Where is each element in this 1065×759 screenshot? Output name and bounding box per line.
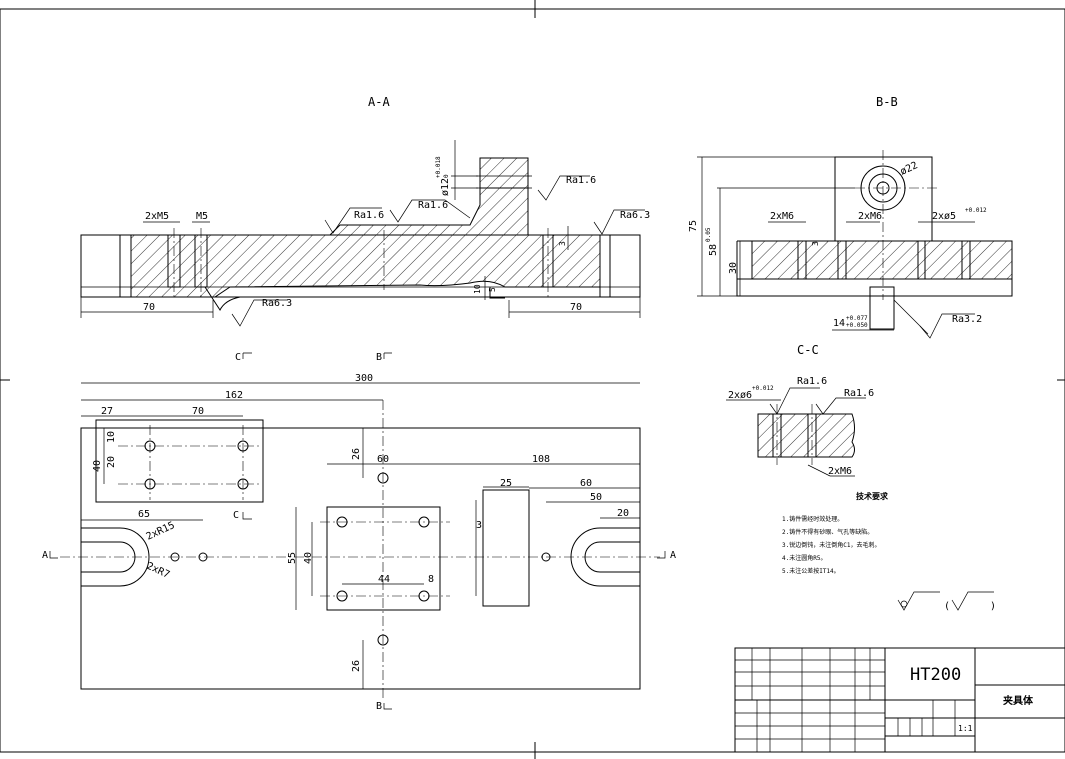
plan-dim-r7: 2xR7 — [145, 561, 171, 581]
bb-dim-slot-tol-upper: +0.077 — [846, 315, 868, 322]
plan-dim-10: 10 — [106, 431, 117, 443]
aa-dim-right-70: 70 — [570, 302, 582, 313]
bb-roughness-ra32: Ra3.2 — [952, 314, 982, 325]
aa-dim-5: 5 — [488, 287, 497, 292]
cc-dim-pin-holes: 2xø6 — [728, 390, 752, 401]
tech-req-title: 技术要求 — [856, 491, 889, 501]
bb-dim-pin-tol: +0.012 — [965, 207, 987, 214]
bb-dim-3: 3 — [811, 241, 820, 246]
section-bb-title: B-B — [876, 95, 898, 109]
plan-dim-27: 27 — [101, 406, 113, 417]
section-markers: C B C B A A — [42, 352, 676, 712]
plan-dim-70: 70 — [192, 406, 204, 417]
aa-roughness-ra63-b: Ra6.3 — [262, 298, 292, 309]
marker-c-top: C — [235, 352, 241, 363]
bb-dim-slot: 14 — [833, 318, 845, 329]
plan-dim-50: 50 — [590, 492, 602, 503]
plan-dim-44: 44 — [378, 574, 390, 585]
title-block: HT200 夹具体 1:1 — [734, 647, 1065, 753]
section-bb-view: B-B ø22 75 58 0.05 30 3 2xM6 — [688, 95, 1013, 339]
plan-dim-108: 108 — [532, 454, 550, 465]
plan-base-outline — [80, 427, 641, 690]
plan-dim-300: 300 — [355, 373, 373, 384]
plan-dim-3: 3 — [476, 520, 482, 531]
roughness-general-note: ( ) — [897, 591, 996, 612]
title-block-part-name: 夹具体 — [1003, 694, 1034, 707]
tech-req-item-5: 5.未注公差按IT14。 — [782, 567, 840, 575]
section-cc-view: C-C 2xø6 +0.012 Ra1.6 Ra1.6 2xM6 — [726, 343, 874, 477]
aa-dim-left-70: 70 — [143, 302, 155, 313]
aa-dim-m5: M5 — [196, 211, 208, 222]
plan-dim-26-bottom: 26 — [351, 660, 362, 672]
section-cc-title: C-C — [797, 343, 819, 357]
marker-a-left: A — [42, 550, 48, 561]
aa-dim-bore-tol-upper: +0.018 — [435, 156, 442, 178]
aa-hatched-body — [130, 157, 601, 298]
aa-roughness-ra16-a: Ra1.6 — [354, 210, 384, 221]
roughness-note-open: ( — [944, 601, 950, 612]
marker-b-bottom: B — [376, 701, 382, 712]
aa-dim-bore: ø12 — [440, 178, 451, 196]
tech-requirements: 技术要求 1.铸件需经时效处理。 2.铸件不得有砂眼、气孔等缺陷。 3.锐边倒钝… — [782, 491, 889, 575]
plan-view: 300 162 27 70 65 40 20 10 2xR15 2xR7 26 … — [60, 373, 660, 700]
roughness-note-close: ) — [990, 601, 996, 612]
cc-roughness-ra16-a: Ra1.6 — [797, 376, 827, 387]
aa-roughness-ra16-c: Ra1.6 — [566, 175, 596, 186]
plan-dim-60: 60 — [377, 454, 389, 465]
aa-dim-3: 3 — [558, 241, 567, 246]
aa-dim-2xm5: 2xM5 — [145, 211, 169, 222]
cc-hatched-body — [757, 413, 855, 458]
plan-dim-20b: 20 — [617, 508, 629, 519]
bb-dim-slot-tol-lower: +0.050 — [846, 322, 868, 329]
plan-dim-40: 40 — [92, 460, 103, 472]
marker-a-right: A — [670, 550, 676, 561]
bb-dim-m6-left: 2xM6 — [770, 211, 794, 222]
marker-b-top: B — [376, 352, 382, 363]
plan-dim-25: 25 — [500, 478, 512, 489]
bb-dim-m6-mid: 2xM6 — [858, 211, 882, 222]
tech-req-item-3: 3.锐边倒钝，未注倒角C1，去毛刺。 — [782, 541, 880, 549]
bb-dim-75: 75 — [688, 220, 699, 232]
bb-hatched-base — [751, 240, 1013, 280]
aa-dim-bore-tol-lower: 0 — [443, 174, 450, 178]
section-aa-view: A-A 70 70 2xM5 — [80, 95, 650, 327]
marker-c-bottom: C — [233, 510, 239, 521]
plan-dim-40b: 40 — [303, 552, 314, 564]
bb-dim-58-tol: 0.05 — [705, 227, 712, 242]
title-block-material: HT200 — [910, 665, 961, 685]
cc-dim-m6: 2xM6 — [828, 466, 852, 477]
plan-dim-162: 162 — [225, 390, 243, 401]
title-block-scale: 1:1 — [958, 724, 973, 733]
aa-roughness-ra63-a: Ra6.3 — [620, 210, 650, 221]
section-aa-title: A-A — [368, 95, 390, 109]
plan-dim-65: 65 — [138, 509, 150, 520]
aa-roughness-ra16-b: Ra1.6 — [418, 200, 448, 211]
bb-dim-30: 30 — [728, 262, 739, 274]
plan-dim-8: 8 — [428, 574, 434, 585]
tech-req-item-1: 1.铸件需经时效处理。 — [782, 515, 843, 523]
cc-dim-pin-tol: +0.012 — [752, 385, 774, 392]
tech-req-item-2: 2.铸件不得有砂眼、气孔等缺陷。 — [782, 528, 873, 536]
bb-dim-58: 58 — [708, 244, 719, 256]
plan-dim-20: 20 — [106, 456, 117, 468]
bb-dim-pin-holes: 2xø5 — [932, 211, 956, 222]
aa-dim-10: 10 — [473, 284, 482, 294]
plan-dim-26-top: 26 — [351, 448, 362, 460]
plan-dim-r15: 2xR15 — [145, 520, 177, 543]
plan-dim-60b: 60 — [580, 478, 592, 489]
tech-req-item-4: 4.未注圆角R5。 — [782, 554, 826, 562]
bb-dim-d22: ø22 — [899, 160, 920, 178]
plan-dim-55: 55 — [287, 552, 298, 564]
cc-roughness-ra16-b: Ra1.6 — [844, 388, 874, 399]
